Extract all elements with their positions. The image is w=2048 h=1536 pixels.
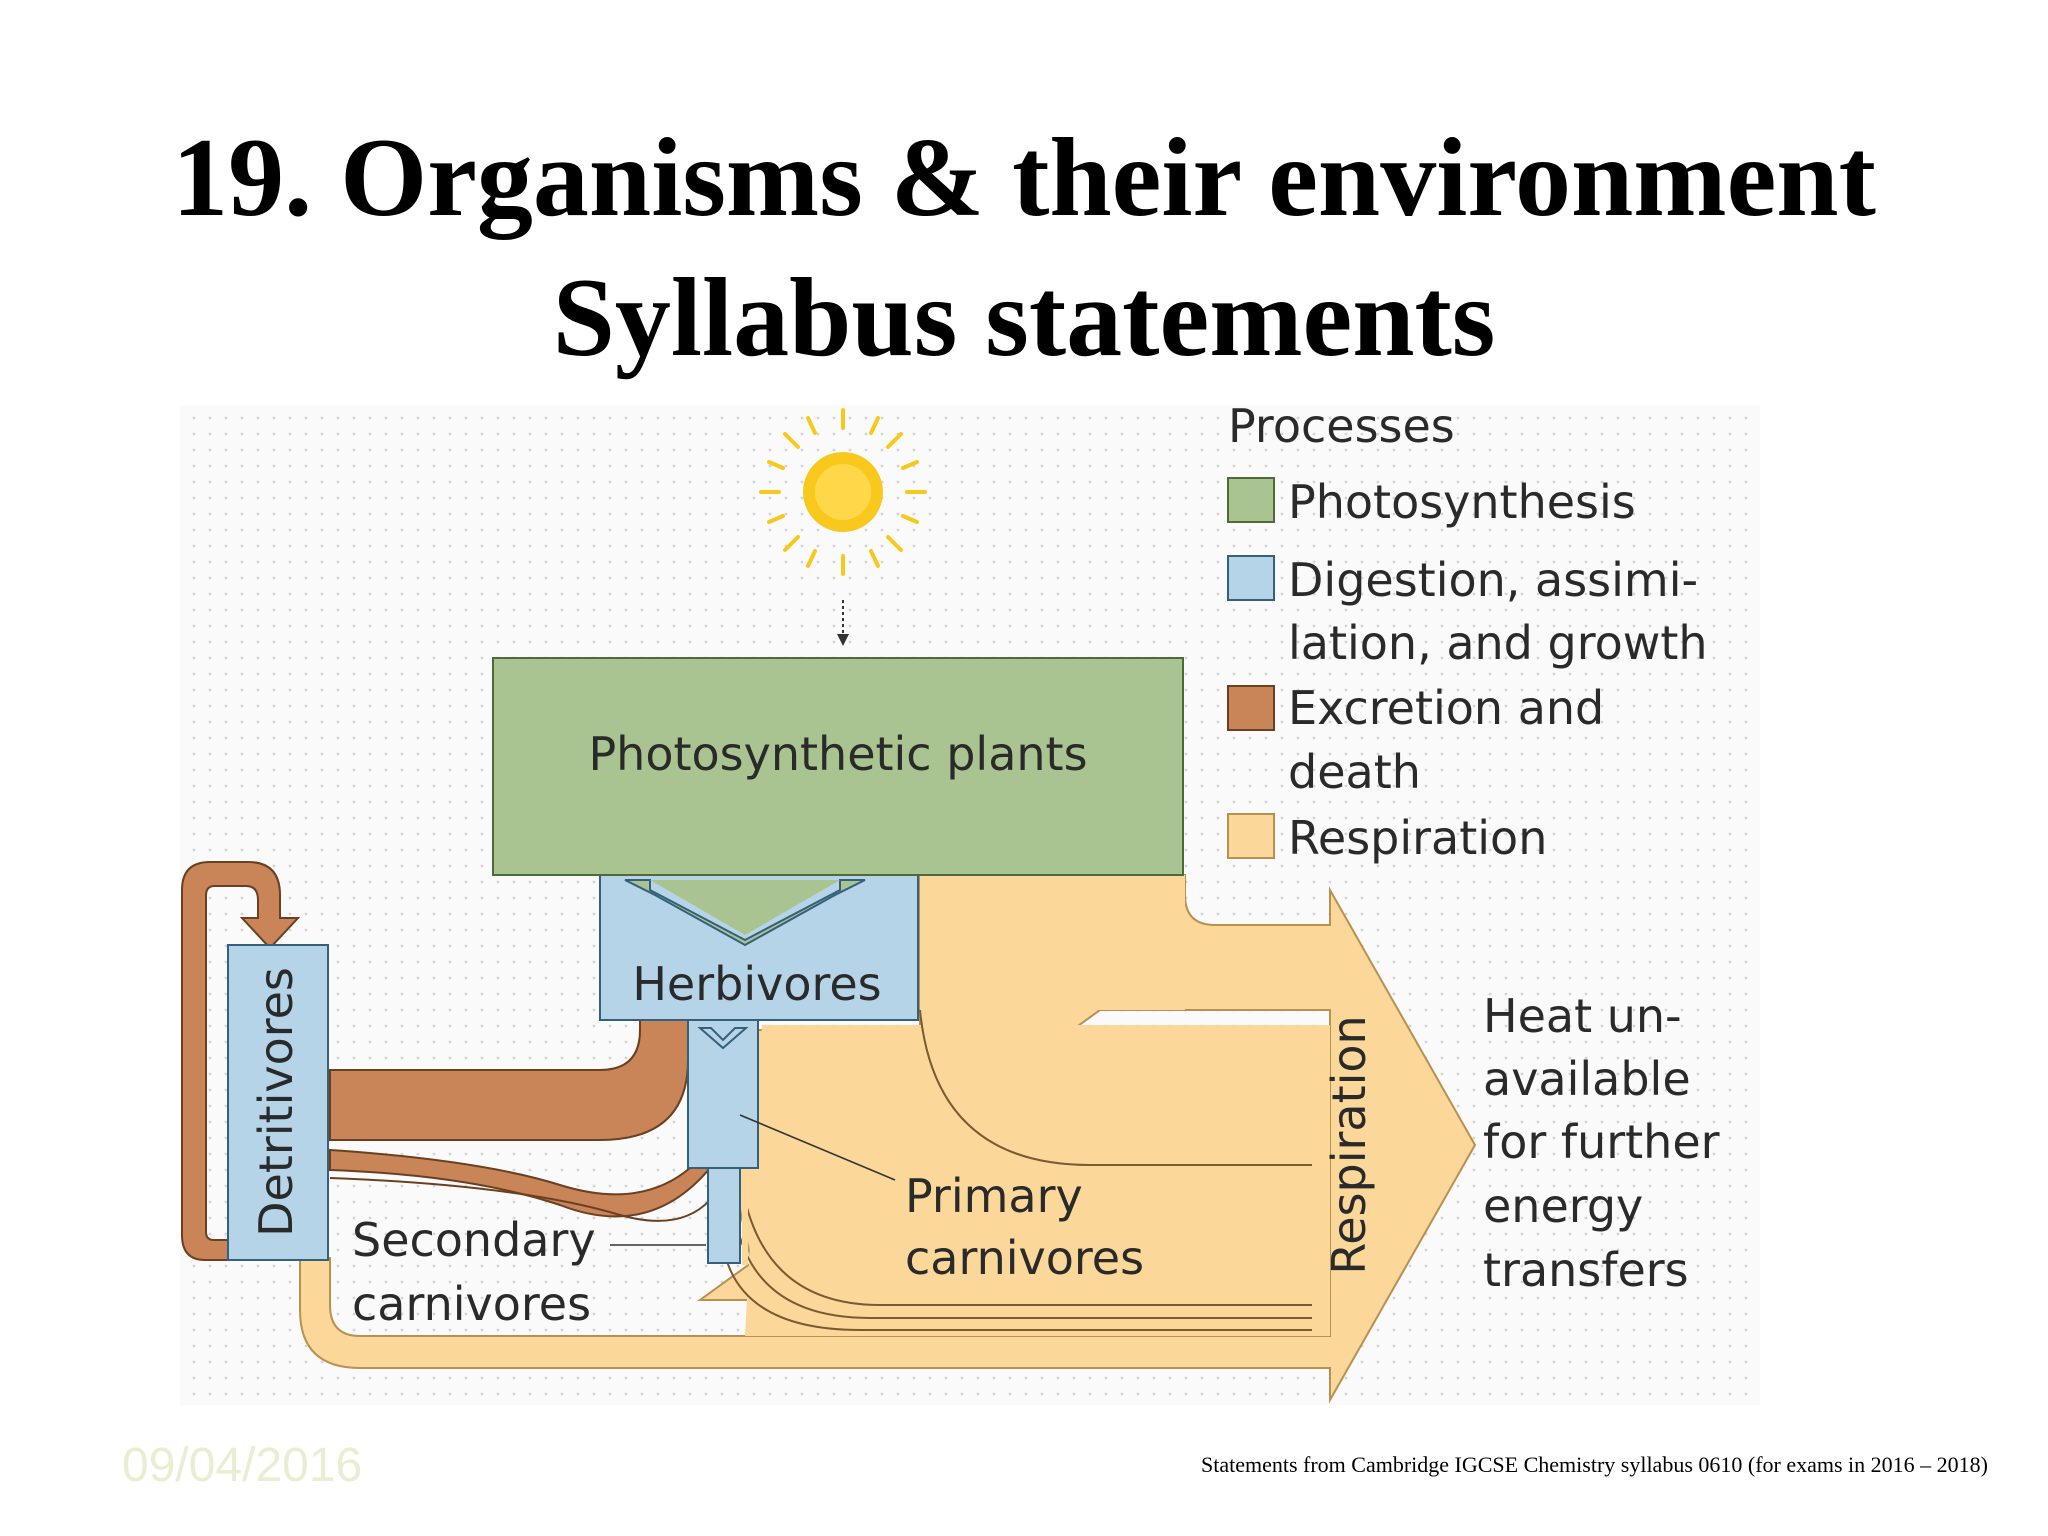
legend-item-respiration: Respiration bbox=[1288, 811, 1547, 865]
legend-swatch-digestion bbox=[1227, 555, 1275, 601]
legend: Processes Photosynthesis Digestion, assi… bbox=[1227, 399, 1708, 865]
plants-label: Photosynthetic plants bbox=[588, 727, 1087, 781]
heat-label-line4: energy bbox=[1483, 1179, 1643, 1233]
detritivore-recycle-loop bbox=[181, 861, 301, 1261]
legend-swatch-excretion bbox=[1227, 685, 1275, 731]
herbivores-label: Herbivores bbox=[632, 957, 881, 1011]
heat-label-line2: available bbox=[1483, 1052, 1691, 1106]
secondary-carnivores-box bbox=[707, 1167, 741, 1264]
photosynthetic-plants-box bbox=[492, 657, 1184, 876]
legend-swatch-respiration bbox=[1227, 813, 1275, 859]
legend-item-excretion-line1: Excretion and bbox=[1288, 681, 1604, 735]
primary-carnivores-label-line1: Primary bbox=[905, 1169, 1083, 1223]
legend-swatch-photosynthesis bbox=[1227, 477, 1275, 523]
heat-label-line5: transfers bbox=[1483, 1243, 1689, 1297]
title-line-2: Syllabus statements bbox=[552, 256, 1496, 380]
legend-heading: Processes bbox=[1228, 399, 1455, 453]
detritivores-box bbox=[227, 944, 329, 1261]
respiration-arrow-label: Respiration bbox=[1322, 1015, 1376, 1274]
heat-label-line3: for further bbox=[1483, 1115, 1720, 1169]
slide-title: 19. Organisms & their environment Syllab… bbox=[0, 108, 2048, 388]
slide-date: 09/04/2016 bbox=[122, 1439, 363, 1492]
sun-icon bbox=[759, 408, 927, 576]
detritivores-label: Detritivores bbox=[249, 967, 303, 1237]
legend-item-digestion-line2: lation, and growth bbox=[1288, 616, 1708, 670]
legend-item-excretion-line2: death bbox=[1288, 745, 1421, 799]
secondary-carnivores-label-line1: Secondary bbox=[352, 1213, 596, 1267]
secondary-carnivores-label-line2: carnivores bbox=[352, 1277, 591, 1331]
legend-item-photosynthesis: Photosynthesis bbox=[1288, 475, 1636, 529]
primary-carnivores-label-line2: carnivores bbox=[905, 1231, 1144, 1285]
legend-item-digestion-line1: Digestion, assimi- bbox=[1288, 553, 1698, 607]
title-line-1: 19. Organisms & their environment bbox=[172, 116, 1876, 240]
heat-label-line1: Heat un- bbox=[1483, 989, 1682, 1043]
slide-footer: Statements from Cambridge IGCSE Chemistr… bbox=[1200, 1452, 1988, 1477]
